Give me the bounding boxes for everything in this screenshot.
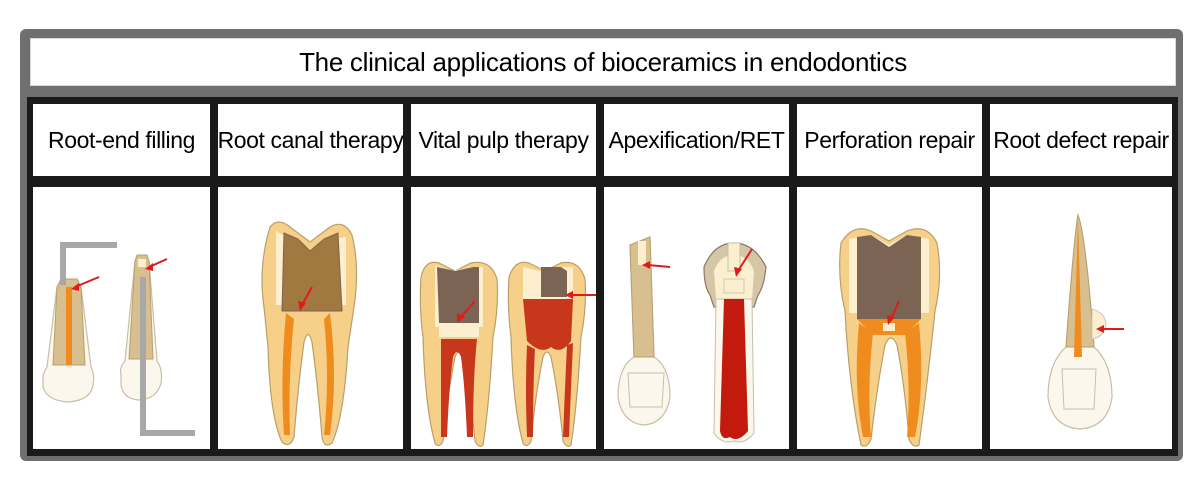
apical-plug: [638, 241, 646, 265]
panel-root-end-filling: [33, 187, 210, 449]
root-defect-repair-illustration: [1047, 212, 1124, 430]
canal-filling: [324, 313, 334, 435]
arrow-head: [298, 301, 306, 311]
header-root-canal-therapy: Root canal therapy: [217, 104, 404, 176]
perforation-seal: [883, 323, 895, 331]
column-label: Root defect repair: [993, 126, 1169, 153]
arrow-head: [887, 315, 895, 325]
crown-outline: [1061, 368, 1097, 410]
header-vital-pulp-therapy: Vital pulp therapy: [411, 104, 596, 176]
defect-repair-material: [1091, 308, 1107, 340]
capping-material: [439, 323, 479, 337]
column-label: Root-end filling: [47, 126, 196, 153]
arrow-line: [890, 300, 900, 320]
root-end-filling-illustration: [42, 242, 195, 436]
arrow-line: [460, 300, 476, 318]
arrow-head: [71, 283, 79, 291]
panel-perforation-repair: [797, 187, 982, 449]
crown-restoration: [281, 232, 343, 312]
canal-filling: [1074, 217, 1082, 357]
instrument-carrier: [60, 242, 117, 285]
access-cavity: [727, 242, 741, 272]
canal-filling: [282, 313, 294, 435]
crown-restoration: [857, 235, 921, 319]
pulp: [441, 339, 477, 437]
header-apexification-ret: Apexification/RET: [604, 104, 789, 176]
pulp-canals: [526, 343, 573, 437]
crown-restoration: [541, 267, 567, 297]
column-label: Root canal therapy: [217, 126, 404, 153]
column-label: Vital pulp therapy: [418, 126, 589, 153]
header-perforation-repair: Perforation repair: [797, 104, 982, 176]
header-root-end-filling: Root-end filling: [33, 104, 210, 176]
arrow-head: [734, 267, 742, 277]
pulp-chamber: [523, 299, 573, 350]
arrow-head: [565, 291, 573, 299]
canal-filling: [905, 323, 922, 437]
bioceramic-filling: [66, 287, 72, 365]
arrow-head: [642, 261, 650, 269]
panel-vital-pulp-therapy: [411, 187, 596, 449]
perforation-repair-illustration: [839, 228, 941, 447]
figure-title: The clinical applications of bioceramics…: [299, 46, 907, 77]
arrow-head: [1096, 325, 1104, 333]
vital-pulp-therapy-illustration: [419, 261, 596, 447]
panel-root-defect-repair: [990, 187, 1172, 449]
header-root-defect-repair: Root defect repair: [990, 104, 1172, 176]
blood-clot: [720, 299, 748, 439]
panel-apexification-ret: [604, 187, 789, 449]
canal-filling: [856, 323, 873, 437]
root-end-fill: [138, 259, 146, 267]
arrow-line: [647, 264, 671, 268]
crown-outline: [627, 372, 665, 408]
instrument-plugger: [140, 277, 195, 436]
arrow-head: [457, 313, 465, 323]
arrow-head: [145, 263, 153, 271]
panel-root-canal-therapy: [218, 187, 403, 449]
column-label: Perforation repair: [804, 126, 975, 153]
title-banner: The clinical applications of bioceramics…: [30, 38, 1176, 86]
root-canal-therapy-illustration: [261, 221, 358, 446]
arrow-line: [737, 248, 753, 272]
bioceramic-barrier: [723, 278, 745, 294]
apexification-ret-illustration: [617, 236, 767, 443]
column-label: Apexification/RET: [608, 126, 785, 153]
arrow-line: [301, 286, 313, 306]
